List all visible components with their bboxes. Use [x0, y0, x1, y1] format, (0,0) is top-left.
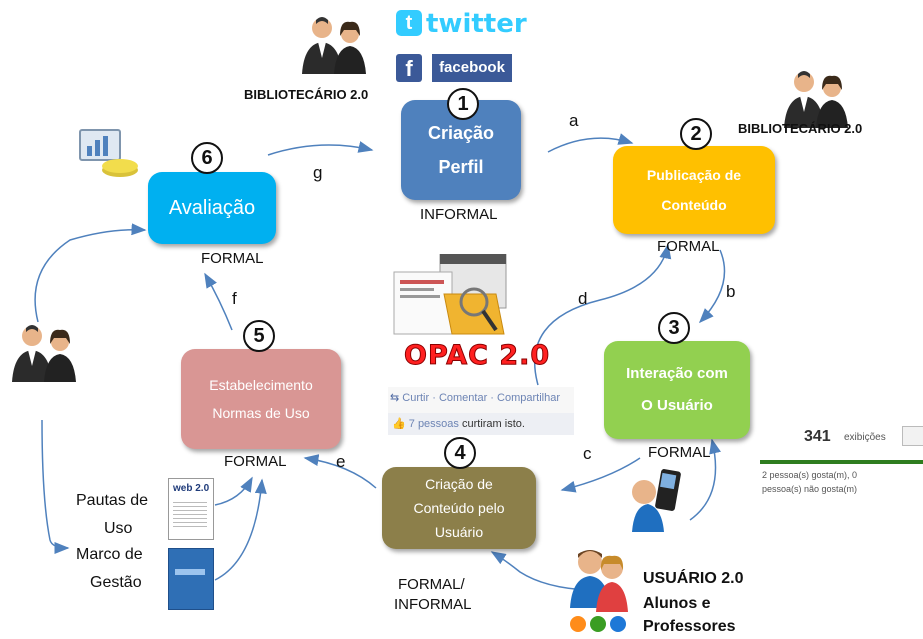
node-2-title-line1: Publicação de	[646, 167, 742, 183]
arrow-bib-to-docs	[41, 419, 70, 554]
node-5-title-line2: Normas de Uso	[212, 405, 310, 421]
marco-document-thumbnail	[168, 548, 214, 610]
node-5-type: FORMAL	[224, 453, 287, 470]
node-1-title-line1: Criação	[427, 123, 495, 143]
user-role-line1: USUÁRIO 2.0	[643, 570, 744, 587]
share-arrow-icon: ⇆	[390, 392, 400, 404]
edge-label-b: b	[726, 282, 736, 301]
node-3-title-line1: Interação com	[626, 365, 728, 382]
node-4-title-line2: Conteúdo pelo	[413, 500, 505, 516]
people-icon-top-left	[296, 12, 376, 76]
compartilhar-link[interactable]: Compartilhar	[497, 392, 560, 404]
facebook-like-bar: ⇆ Curtir · Comentar · Compartilhar 👍 7 p…	[388, 387, 574, 435]
opac-illustration	[392, 253, 520, 340]
arrow-b	[698, 249, 726, 324]
edge-label-g: g	[313, 163, 323, 182]
pautas-line2: Uso	[104, 520, 133, 537]
edge-label-a: a	[569, 111, 579, 130]
arrow-e	[303, 454, 377, 489]
node-4-type-line1: FORMAL/	[398, 576, 465, 593]
comentar-link[interactable]: Comentar	[438, 392, 488, 404]
curtir-link[interactable]: Curtir	[402, 392, 430, 404]
user-role-line3: Professores	[643, 618, 736, 635]
arrow-phone-to-3	[689, 438, 721, 521]
rating-bar	[760, 460, 923, 464]
views-stats: 341 exibições 2 pessoa(s) gosta(m), 0 pe…	[760, 426, 923, 518]
node-publicacao-conteudo: Publicação de Conteúdo	[613, 146, 775, 234]
node-4-type-line2: INFORMAL	[394, 596, 472, 613]
node-2-number: 2	[680, 118, 712, 150]
edge-label-d: d	[578, 289, 588, 308]
pautas-line1: Pautas de	[76, 492, 149, 509]
like-actions-row: ⇆ Curtir · Comentar · Compartilhar	[390, 392, 560, 404]
node-6-title: Avaliação	[168, 196, 256, 219]
node-3-number: 3	[658, 312, 690, 344]
arrow-g	[267, 141, 374, 156]
users-group-icon	[568, 542, 632, 634]
node-5-number: 5	[243, 320, 275, 352]
facebook-f-icon: f	[396, 54, 422, 82]
node-6-number: 6	[191, 142, 223, 174]
node-1-number: 1	[447, 88, 479, 120]
web20-text-lines	[173, 499, 207, 527]
web20-document-thumbnail: web 2.0	[168, 478, 214, 540]
twitter-bird-icon: t	[396, 10, 422, 36]
likes-summary-line2: pessoa(s) não gosta(m)	[762, 484, 858, 494]
edge-label-f: f	[232, 289, 237, 308]
chart-monitor-icon	[78, 128, 140, 180]
stats-chart-icon[interactable]	[902, 426, 923, 446]
opac-title: OPAC 2.0	[403, 340, 551, 372]
arrow-bib-to-6	[34, 223, 147, 323]
web20-title: web 2.0	[173, 483, 210, 494]
arrow-doc1-to-5	[214, 476, 253, 506]
node-2-type: FORMAL	[657, 238, 720, 255]
people-icon-left	[6, 320, 86, 384]
node-1-title-line2: Perfil	[438, 157, 484, 177]
arrow-d	[533, 243, 672, 386]
arrow-f	[204, 272, 233, 331]
arrow-user-to-4	[490, 551, 589, 591]
likes-summary-line1: 2 pessoa(s) gosta(m), 0	[762, 470, 858, 480]
node-1-type: INFORMAL	[420, 206, 498, 223]
node-criacao-conteudo-usuario: Criação de Conteúdo pelo Usuário	[382, 467, 536, 549]
arrow-a	[547, 133, 634, 153]
node-4-title-line3: Usuário	[434, 524, 484, 540]
arrow-doc2-to-5	[214, 478, 267, 581]
node-estabelecimento-normas: Estabelecimento Normas de Uso	[181, 349, 341, 449]
node-6-type: FORMAL	[201, 250, 264, 267]
facebook-wordmark: facebook	[432, 54, 512, 82]
views-count: 341	[804, 428, 831, 445]
bibliotecario-label-right: BIBLIOTECÁRIO 2.0	[738, 121, 863, 136]
user-role-line2: Alunos e	[643, 595, 711, 612]
node-2-title-line2: Conteúdo	[661, 197, 727, 213]
views-label: exibições	[844, 432, 886, 443]
node-5-title-line1: Estabelecimento	[209, 377, 313, 393]
edge-label-e: e	[336, 452, 346, 471]
node-4-title-line1: Criação de	[425, 476, 493, 492]
thumbs-up-icon: 👍	[392, 418, 406, 430]
marco-line1: Marco de	[76, 546, 143, 563]
node-3-title-line2: O Usuário	[641, 397, 713, 414]
node-3-type: FORMAL	[648, 444, 711, 461]
bibliotecario-label-top: BIBLIOTECÁRIO 2.0	[244, 87, 369, 102]
edge-label-c: c	[583, 444, 592, 463]
marco-line2: Gestão	[90, 574, 142, 591]
twitter-wordmark: twitter	[426, 9, 527, 39]
likes-rest-text: curtiram isto.	[461, 418, 525, 430]
likes-people-link[interactable]: 7 pessoas	[408, 418, 459, 430]
node-avaliacao: Avaliação	[148, 172, 276, 244]
likes-count-row: 👍 7 pessoas curtiram isto.	[388, 413, 574, 435]
mobile-phone-icon	[628, 462, 686, 532]
node-interacao-usuario: Interação com O Usuário	[604, 341, 750, 439]
marco-text-lines	[175, 569, 205, 575]
people-icon-top-right	[778, 66, 858, 130]
node-4-number: 4	[444, 437, 476, 469]
arrow-c	[560, 457, 641, 493]
